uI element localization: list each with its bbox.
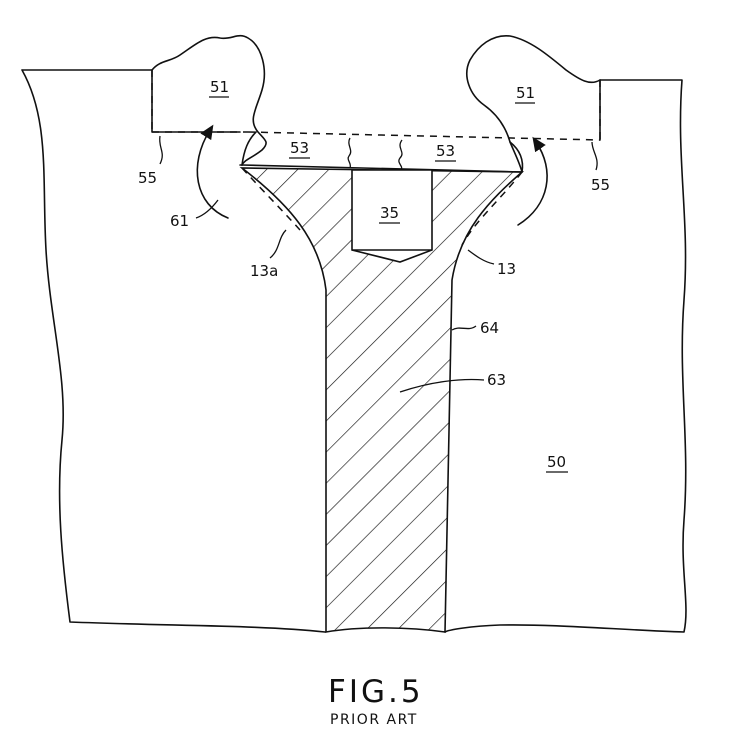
label-61: 61: [170, 212, 189, 230]
label-64: 64: [480, 319, 499, 337]
leader-61: [195, 199, 219, 219]
leader-63: [399, 378, 485, 393]
figure-subtitle: PRIOR ART: [330, 712, 418, 728]
leader-13: [467, 249, 495, 265]
trench-fill-63: [239, 167, 525, 633]
label-55-right: 55: [591, 176, 610, 194]
arrow-61-right: [517, 136, 548, 226]
figure-title: FIG.5: [328, 674, 424, 710]
layer-53-left-wall: [241, 131, 257, 166]
layer-53-break-2: [398, 139, 403, 171]
label-55-left: 55: [138, 169, 157, 187]
label-13a: 13a: [250, 262, 278, 280]
label-35: 35: [380, 204, 399, 222]
bump-51-right: [466, 35, 601, 173]
layer-53-break-1: [347, 137, 352, 169]
label-63: 63: [487, 371, 506, 389]
leader-55-left: [159, 135, 163, 165]
label-51-right: 51: [516, 84, 535, 102]
leader-55-right: [591, 141, 598, 171]
label-53-left: 53: [290, 139, 309, 157]
dashed-line-55: [152, 131, 601, 141]
label-51-left: 51: [210, 78, 229, 96]
arrow-61-left: [196, 124, 229, 219]
leader-13a: [269, 229, 287, 259]
layer-53-right-wall: [509, 141, 524, 173]
bump-51-left: [151, 34, 267, 166]
label-50: 50: [547, 453, 566, 471]
edge-13a-dashed: [241, 167, 301, 231]
label-13: 13: [497, 260, 516, 278]
label-53-right: 53: [436, 142, 455, 160]
leader-64: [451, 325, 477, 331]
layer-53-band: [241, 164, 523, 173]
